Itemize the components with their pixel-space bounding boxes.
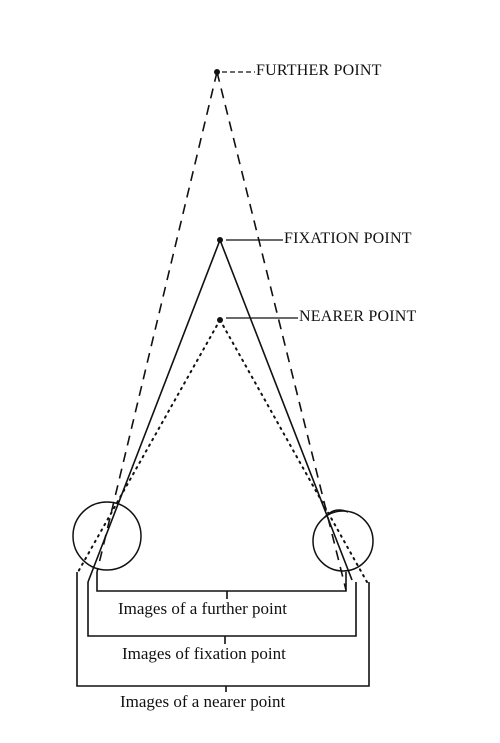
nearer-sightline-left (77, 319, 221, 573)
fixation-point-dot (217, 237, 223, 243)
fixation-images-bracket (87, 582, 357, 637)
fixation-point-sightlines (87, 239, 353, 583)
left-eye (72, 501, 142, 571)
further-sightline-right (216, 71, 347, 591)
nearer-images-bracket (76, 572, 370, 687)
fixation-images-caption: Images of fixation point (119, 644, 289, 664)
left-eyeball (72, 501, 142, 571)
fixation-point-label: FIXATION POINT (284, 230, 412, 247)
further-sightline-left (96, 71, 218, 573)
right-eyeball (312, 510, 374, 572)
right-eye (312, 509, 374, 572)
nearer-point-sightlines (77, 319, 368, 583)
label-leaders (222, 71, 298, 319)
further-point-dot (214, 69, 220, 75)
nearer-point-label: NEARER POINT (299, 308, 417, 325)
further-images-caption: Images of a further point (115, 599, 290, 619)
nearer-point-dot (217, 317, 223, 323)
right-eye-cornea (323, 509, 349, 519)
fixation-sightline-left (87, 239, 221, 583)
fixation-sightline-right (219, 239, 353, 581)
nearer-images-caption: Images of a nearer point (117, 692, 289, 712)
nearer-sightline-right (219, 319, 368, 583)
image-brackets (76, 572, 370, 693)
further-point-sightlines (96, 71, 347, 591)
further-images-bracket (96, 572, 347, 592)
further-point-label: FURTHER POINT (256, 62, 382, 79)
